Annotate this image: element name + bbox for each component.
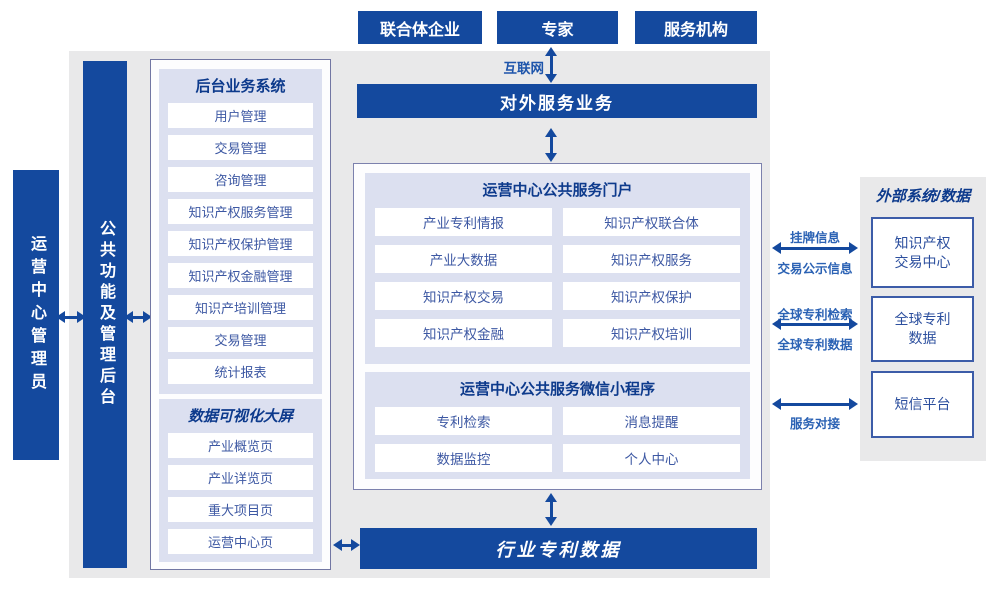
list-item: 交易管理 (168, 327, 313, 352)
grid-item: 知识产权联合体 (563, 208, 740, 236)
list-item: 产业概览页 (168, 433, 313, 458)
grid-item: 知识产权保护 (563, 282, 740, 310)
list-item: 知识产培训管理 (168, 295, 313, 320)
list-item: 产业详览页 (168, 465, 313, 490)
portal-grid: 产业专利情报 知识产权联合体 产业大数据 知识产权服务 知识产权交易 知识产权保… (365, 201, 750, 359)
industry-patent-data-label: 行业专利数据 (495, 539, 622, 560)
admin-bar: 运营中心管理员 (13, 170, 59, 460)
grid-item: 产业大数据 (375, 245, 552, 273)
external-systems-panel: 外部系统/数据 知识产权 交易中心 全球专利 数据 短信平台 (860, 177, 986, 461)
actor-label: 专家 (541, 21, 574, 39)
link-label-listing-info: 挂牌信息 (789, 231, 840, 245)
actor-service-organization: 服务机构 (635, 11, 757, 44)
list-item: 运营中心页 (168, 529, 313, 554)
backend-business-list: 用户管理 交易管理 咨询管理 知识产权服务管理 知识产权保护管理 知识产权金融管… (159, 97, 322, 394)
list-item: 重大项目页 (168, 497, 313, 522)
box-line: 数据 (908, 330, 937, 346)
grid-item: 知识产权金融 (375, 319, 552, 347)
external-service-label: 对外服务业务 (500, 93, 614, 113)
link-label-service-connect: 服务对接 (789, 417, 840, 431)
miniprogram-subpanel: 运营中心公共服务微信小程序 专利检索 消息提醒 数据监控 个人中心 (365, 372, 750, 479)
data-visualization-list: 产业概览页 产业详览页 重大项目页 运营中心页 (159, 427, 322, 564)
double-arrow-icon (772, 398, 858, 410)
list-item: 知识产权保护管理 (168, 231, 313, 256)
grid-item: 个人中心 (563, 444, 740, 472)
box-line: 全球专利 (894, 311, 951, 327)
actor-label: 联合体企业 (379, 21, 460, 39)
external-box-global-patent-data: 全球专利 数据 (871, 296, 974, 362)
double-arrow-icon (772, 318, 858, 330)
external-service-bar: 对外服务业务 (357, 84, 757, 118)
grid-item: 消息提醒 (563, 407, 740, 435)
subpanel-title: 运营中心公共服务门户 (482, 182, 633, 199)
backend-functions-bar: 公共功能及管理后台 (83, 61, 127, 568)
internet-label: 互联网 (503, 61, 545, 76)
grid-item: 知识产权服务 (563, 245, 740, 273)
double-arrow-icon (124, 311, 152, 323)
data-visualization-subpanel: 数据可视化大屏 产业概览页 产业详览页 重大项目页 运营中心页 (159, 399, 322, 562)
grid-item: 数据监控 (375, 444, 552, 472)
link-label-global-patent-data: 全球专利数据 (777, 338, 853, 352)
external-box-sms-platform: 短信平台 (871, 371, 974, 438)
grid-item: 知识产权培训 (563, 319, 740, 347)
admin-bar-label: 运营中心管理员 (28, 234, 45, 396)
double-arrow-icon (333, 539, 360, 551)
subpanel-title: 数据可视化大屏 (187, 408, 293, 425)
list-item: 统计报表 (168, 359, 313, 384)
subpanel-title: 运营中心公共服务微信小程序 (459, 381, 655, 398)
link-label-global-patent-search: 全球专利检索 (777, 308, 853, 322)
grid-item: 专利检索 (375, 407, 552, 435)
box-line: 知识产权 (894, 234, 951, 251)
list-item: 咨询管理 (168, 167, 313, 192)
box-line: 短信平台 (894, 396, 951, 412)
list-item: 用户管理 (168, 103, 313, 128)
double-arrow-icon (772, 242, 858, 254)
backend-business-subpanel: 后台业务系统 用户管理 交易管理 咨询管理 知识产权服务管理 知识产权保护管理 … (159, 69, 322, 394)
link-label-trade-publicity: 交易公示信息 (777, 262, 853, 276)
miniprogram-grid: 专利检索 消息提醒 数据监控 个人中心 (365, 400, 750, 484)
double-arrow-icon (545, 47, 557, 83)
double-arrow-icon (56, 311, 86, 323)
portal-subpanel: 运营中心公共服务门户 产业专利情报 知识产权联合体 产业大数据 知识产权服务 知… (365, 173, 750, 364)
backend-functions-label: 公共功能及管理后台 (97, 220, 114, 409)
actor-label: 服务机构 (663, 21, 728, 39)
grid-item: 知识产权交易 (375, 282, 552, 310)
grid-item: 产业专利情报 (375, 208, 552, 236)
double-arrow-icon (545, 493, 557, 526)
industry-patent-data-bar: 行业专利数据 (360, 528, 757, 569)
external-box-ip-trade-center: 知识产权 交易中心 (871, 217, 974, 288)
subpanel-title: 后台业务系统 (195, 78, 286, 95)
double-arrow-icon (545, 128, 557, 162)
list-item: 知识产权金融管理 (168, 263, 313, 288)
backend-systems-panel: 后台业务系统 用户管理 交易管理 咨询管理 知识产权服务管理 知识产权保护管理 … (150, 59, 331, 570)
list-item: 交易管理 (168, 135, 313, 160)
list-item: 知识产权服务管理 (168, 199, 313, 224)
actor-expert: 专家 (497, 11, 618, 44)
box-line: 交易中心 (894, 253, 951, 270)
public-service-panel: 运营中心公共服务门户 产业专利情报 知识产权联合体 产业大数据 知识产权服务 知… (353, 163, 762, 490)
actor-consortium-enterprise: 联合体企业 (358, 11, 482, 44)
external-systems-title: 外部系统/数据 (875, 188, 971, 205)
